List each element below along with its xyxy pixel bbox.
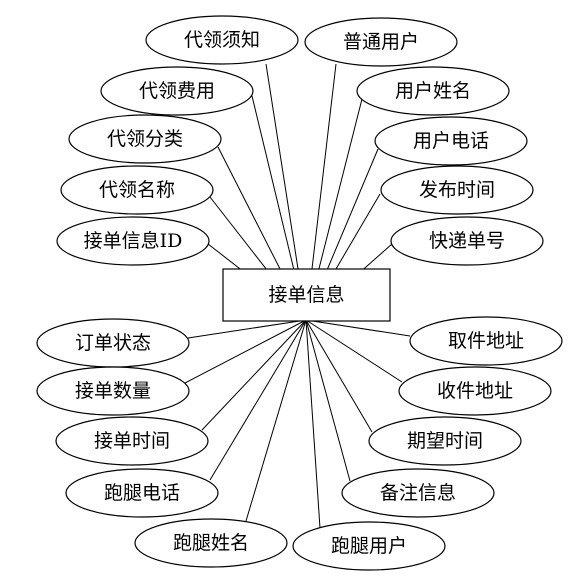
attribute-ellipse <box>341 468 495 518</box>
attribute-label: 备注信息 <box>380 482 456 504</box>
attribute-ellipse <box>390 216 544 266</box>
relationship-line <box>305 319 403 383</box>
attribute-ellipse <box>60 165 214 215</box>
entity-label: 接单信息 <box>268 284 344 306</box>
attribute-ellipse <box>56 216 210 266</box>
attribute-ellipse <box>374 116 528 166</box>
attribute-node: 接单数量 <box>36 366 190 416</box>
attribute-node: 用户姓名 <box>356 66 510 116</box>
relationship-line <box>305 319 321 529</box>
attribute-node: 期望时间 <box>368 416 522 466</box>
attribute-label: 收件地址 <box>437 380 513 402</box>
attribute-label: 订单状态 <box>75 332 151 354</box>
entity-box <box>222 268 391 322</box>
attribute-ellipse <box>68 114 222 164</box>
attribute-label: 普通用户 <box>343 31 419 53</box>
attribute-label: 代领分类 <box>107 128 183 150</box>
attribute-ellipse <box>368 416 522 466</box>
attribute-node: 订单状态 <box>36 318 190 368</box>
attribute-ellipse <box>380 165 534 215</box>
attribute-node: 取件地址 <box>409 316 563 366</box>
attribute-node: 跑腿用户 <box>292 521 446 571</box>
attribute-label: 跑腿用户 <box>331 535 407 557</box>
attribute-node: 普通用户 <box>304 17 458 67</box>
attribute-label: 接单数量 <box>75 380 151 402</box>
attribute-ellipse <box>356 66 510 116</box>
attribute-node: 代领分类 <box>68 114 222 164</box>
attribute-label: 期望时间 <box>407 430 483 452</box>
attribute-ellipse <box>409 316 563 366</box>
relationship-line <box>209 319 307 481</box>
entity-node: 接单信息 <box>222 268 391 322</box>
attribute-label: 发布时间 <box>419 179 495 201</box>
attribute-node: 代领费用 <box>100 66 254 116</box>
attribute-ellipse <box>134 518 288 568</box>
attribute-node: 跑腿电话 <box>65 468 219 518</box>
attribute-node: 用户电话 <box>374 116 528 166</box>
relationship-line <box>187 319 307 339</box>
attribute-label: 快递单号 <box>429 230 505 252</box>
attribute-label: 跑腿电话 <box>104 482 180 504</box>
attribute-ellipse <box>145 15 299 65</box>
attribute-node: 快递单号 <box>390 216 544 266</box>
attribute-node: 接单时间 <box>55 416 209 466</box>
attribute-label: 用户电话 <box>413 130 489 152</box>
attribute-ellipse <box>65 468 219 518</box>
attribute-node: 发布时间 <box>380 165 534 215</box>
attribute-node: 跑腿姓名 <box>134 518 288 568</box>
attribute-node: 代领名称 <box>60 165 214 215</box>
attribute-label: 跑腿姓名 <box>173 532 249 554</box>
attribute-ellipse <box>100 66 254 116</box>
attribute-ellipse <box>398 366 552 416</box>
relationship-line <box>305 319 411 337</box>
attribute-label: 取件地址 <box>448 330 524 352</box>
relationship-line <box>201 319 307 431</box>
attribute-label: 接单信息ID <box>84 230 183 252</box>
attribute-ellipse <box>292 521 446 571</box>
attribute-node: 代领须知 <box>145 15 299 65</box>
relationship-line <box>245 319 307 522</box>
attribute-ellipse <box>55 416 209 466</box>
relationship-line <box>305 319 351 482</box>
attribute-node: 收件地址 <box>398 366 552 416</box>
attribute-ellipse <box>304 17 458 67</box>
attribute-node: 接单信息ID <box>56 216 210 266</box>
attribute-label: 代领名称 <box>99 179 175 201</box>
attribute-node: 备注信息 <box>341 468 495 518</box>
attribute-label: 代领须知 <box>184 29 260 51</box>
attribute-label: 接单时间 <box>94 430 170 452</box>
relationship-line <box>305 319 373 433</box>
attribute-label: 代领费用 <box>139 80 215 102</box>
relationship-line <box>184 319 307 384</box>
attribute-ellipse <box>36 366 190 416</box>
attribute-label: 用户姓名 <box>395 80 471 102</box>
